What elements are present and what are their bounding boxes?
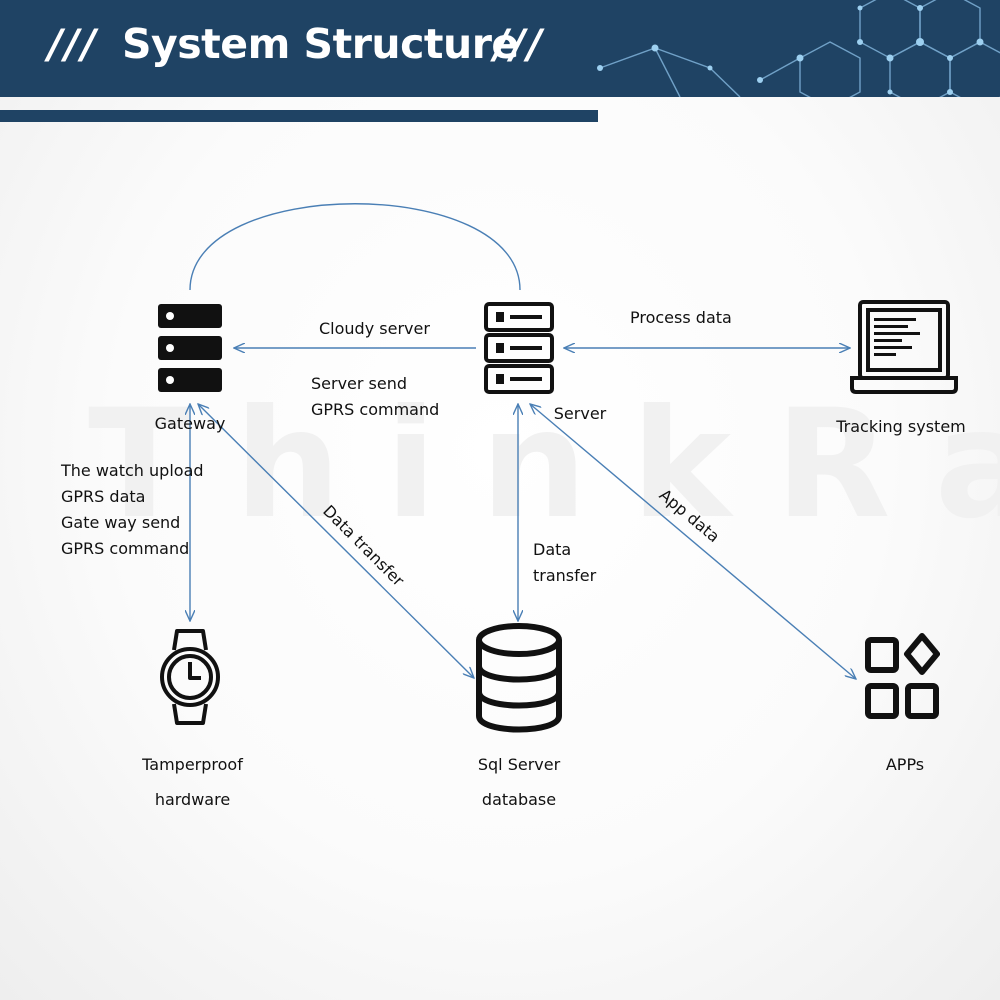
watch-upload-label-line3: Gate way send [61, 513, 181, 532]
server-rack-outline-icon [484, 302, 554, 394]
server-label: Server [553, 404, 607, 423]
database-label-line1: Sql Server [477, 755, 561, 774]
watch-upload-label-line2: GPRS data [61, 487, 146, 506]
hardware-label-line1: Tamperproof [142, 755, 243, 774]
data-transfer-label-line2: transfer [533, 566, 597, 585]
server-apps-arrow [530, 404, 856, 679]
server-rack-icon [158, 304, 222, 392]
header-underline-bar [0, 110, 598, 122]
database-label-line2: database [481, 790, 557, 809]
laptop-icon [850, 300, 958, 394]
gateway-label: Gateway [154, 414, 226, 433]
server-send-label-line1: Server send [311, 374, 408, 393]
data-transfer-label-line1: Data [533, 540, 572, 559]
header-banner: /// System Structure /// [0, 0, 1000, 97]
watch-upload-label-line4: GPRS command [61, 539, 190, 558]
cloudy-server-label: Cloudy server [319, 319, 430, 338]
server-send-label-line2: GPRS command [311, 400, 440, 419]
title-slash-decoration-left: /// [48, 22, 98, 68]
page-title: System Structure [122, 20, 519, 68]
apps-grid-icon [865, 633, 940, 719]
process-data-label: Process data [630, 308, 732, 327]
watch-icon [160, 629, 220, 725]
watch-upload-label-line1: The watch upload [61, 461, 204, 480]
apps-label: APPs [885, 755, 925, 774]
cloud-arc-connector [189, 203, 521, 291]
title-slash-decoration-right: /// [494, 22, 544, 68]
hexagon-network-decoration [597, 0, 1000, 97]
hardware-label-line2: hardware [154, 790, 231, 809]
tracking-system-label: Tracking system [836, 417, 966, 436]
database-icon [476, 623, 562, 733]
gateway-database-arrow [198, 404, 474, 678]
